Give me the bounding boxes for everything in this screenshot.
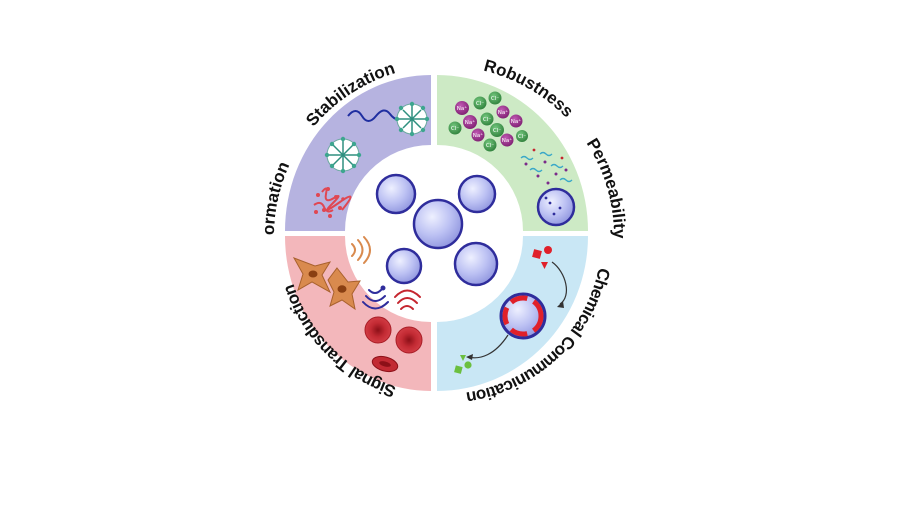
svg-text:Na⁺: Na⁺	[473, 132, 483, 139]
permeability-illustration	[520, 148, 576, 227]
vesicle	[412, 198, 464, 250]
svg-text:Cl⁻: Cl⁻	[486, 143, 494, 149]
orange-cell-icon	[327, 267, 361, 311]
signal-waves-icon	[362, 289, 389, 310]
svg-text:Na⁺: Na⁺	[511, 118, 521, 125]
vesicle	[385, 247, 423, 285]
red-blood-cell-icon	[371, 355, 399, 373]
svg-text:Na⁺: Na⁺	[465, 119, 475, 126]
central-vesicle-cluster	[375, 173, 499, 287]
vesicle	[457, 174, 497, 214]
sender-vesicle	[499, 292, 547, 340]
permeable-vesicle	[536, 187, 576, 227]
formation-illustration	[313, 187, 352, 218]
svg-text:Na⁺: Na⁺	[502, 137, 512, 144]
output-signal-molecules-icon	[454, 355, 472, 374]
svg-text:Cl⁻: Cl⁻	[476, 101, 484, 107]
svg-text:Cl⁻: Cl⁻	[491, 96, 499, 102]
stabilized-micelle-icon	[347, 101, 430, 137]
signal-transduction-illustration	[292, 236, 423, 373]
svg-text:Na⁺: Na⁺	[498, 109, 508, 116]
robustness-ion-grid: Na⁺ Cl⁻ Cl⁻ Na⁺ Cl⁻ Na⁺ Cl⁻ Na⁺ Cl⁻ Na⁺ …	[448, 91, 528, 152]
vesicle	[453, 241, 499, 287]
orange-cell-icon	[292, 257, 332, 294]
red-blood-cell-icon	[364, 316, 392, 344]
svg-text:Cl⁻: Cl⁻	[518, 134, 526, 140]
micelle-icon	[324, 136, 362, 174]
svg-text:Cl⁻: Cl⁻	[451, 126, 459, 132]
label-formation: Formation	[0, 0, 293, 235]
vesicle	[375, 173, 417, 215]
signal-waves-icon	[351, 236, 371, 264]
svg-text:Na⁺: Na⁺	[457, 105, 467, 112]
input-signal-molecules-icon	[532, 246, 552, 269]
svg-text:Cl⁻: Cl⁻	[493, 128, 501, 134]
svg-text:Cl⁻: Cl⁻	[483, 117, 491, 123]
label-permeability: Permeability	[583, 135, 629, 239]
signal-waves-icon	[394, 289, 421, 310]
chemical-communication-illustration	[454, 246, 568, 374]
red-blood-cell-icon	[395, 326, 423, 354]
